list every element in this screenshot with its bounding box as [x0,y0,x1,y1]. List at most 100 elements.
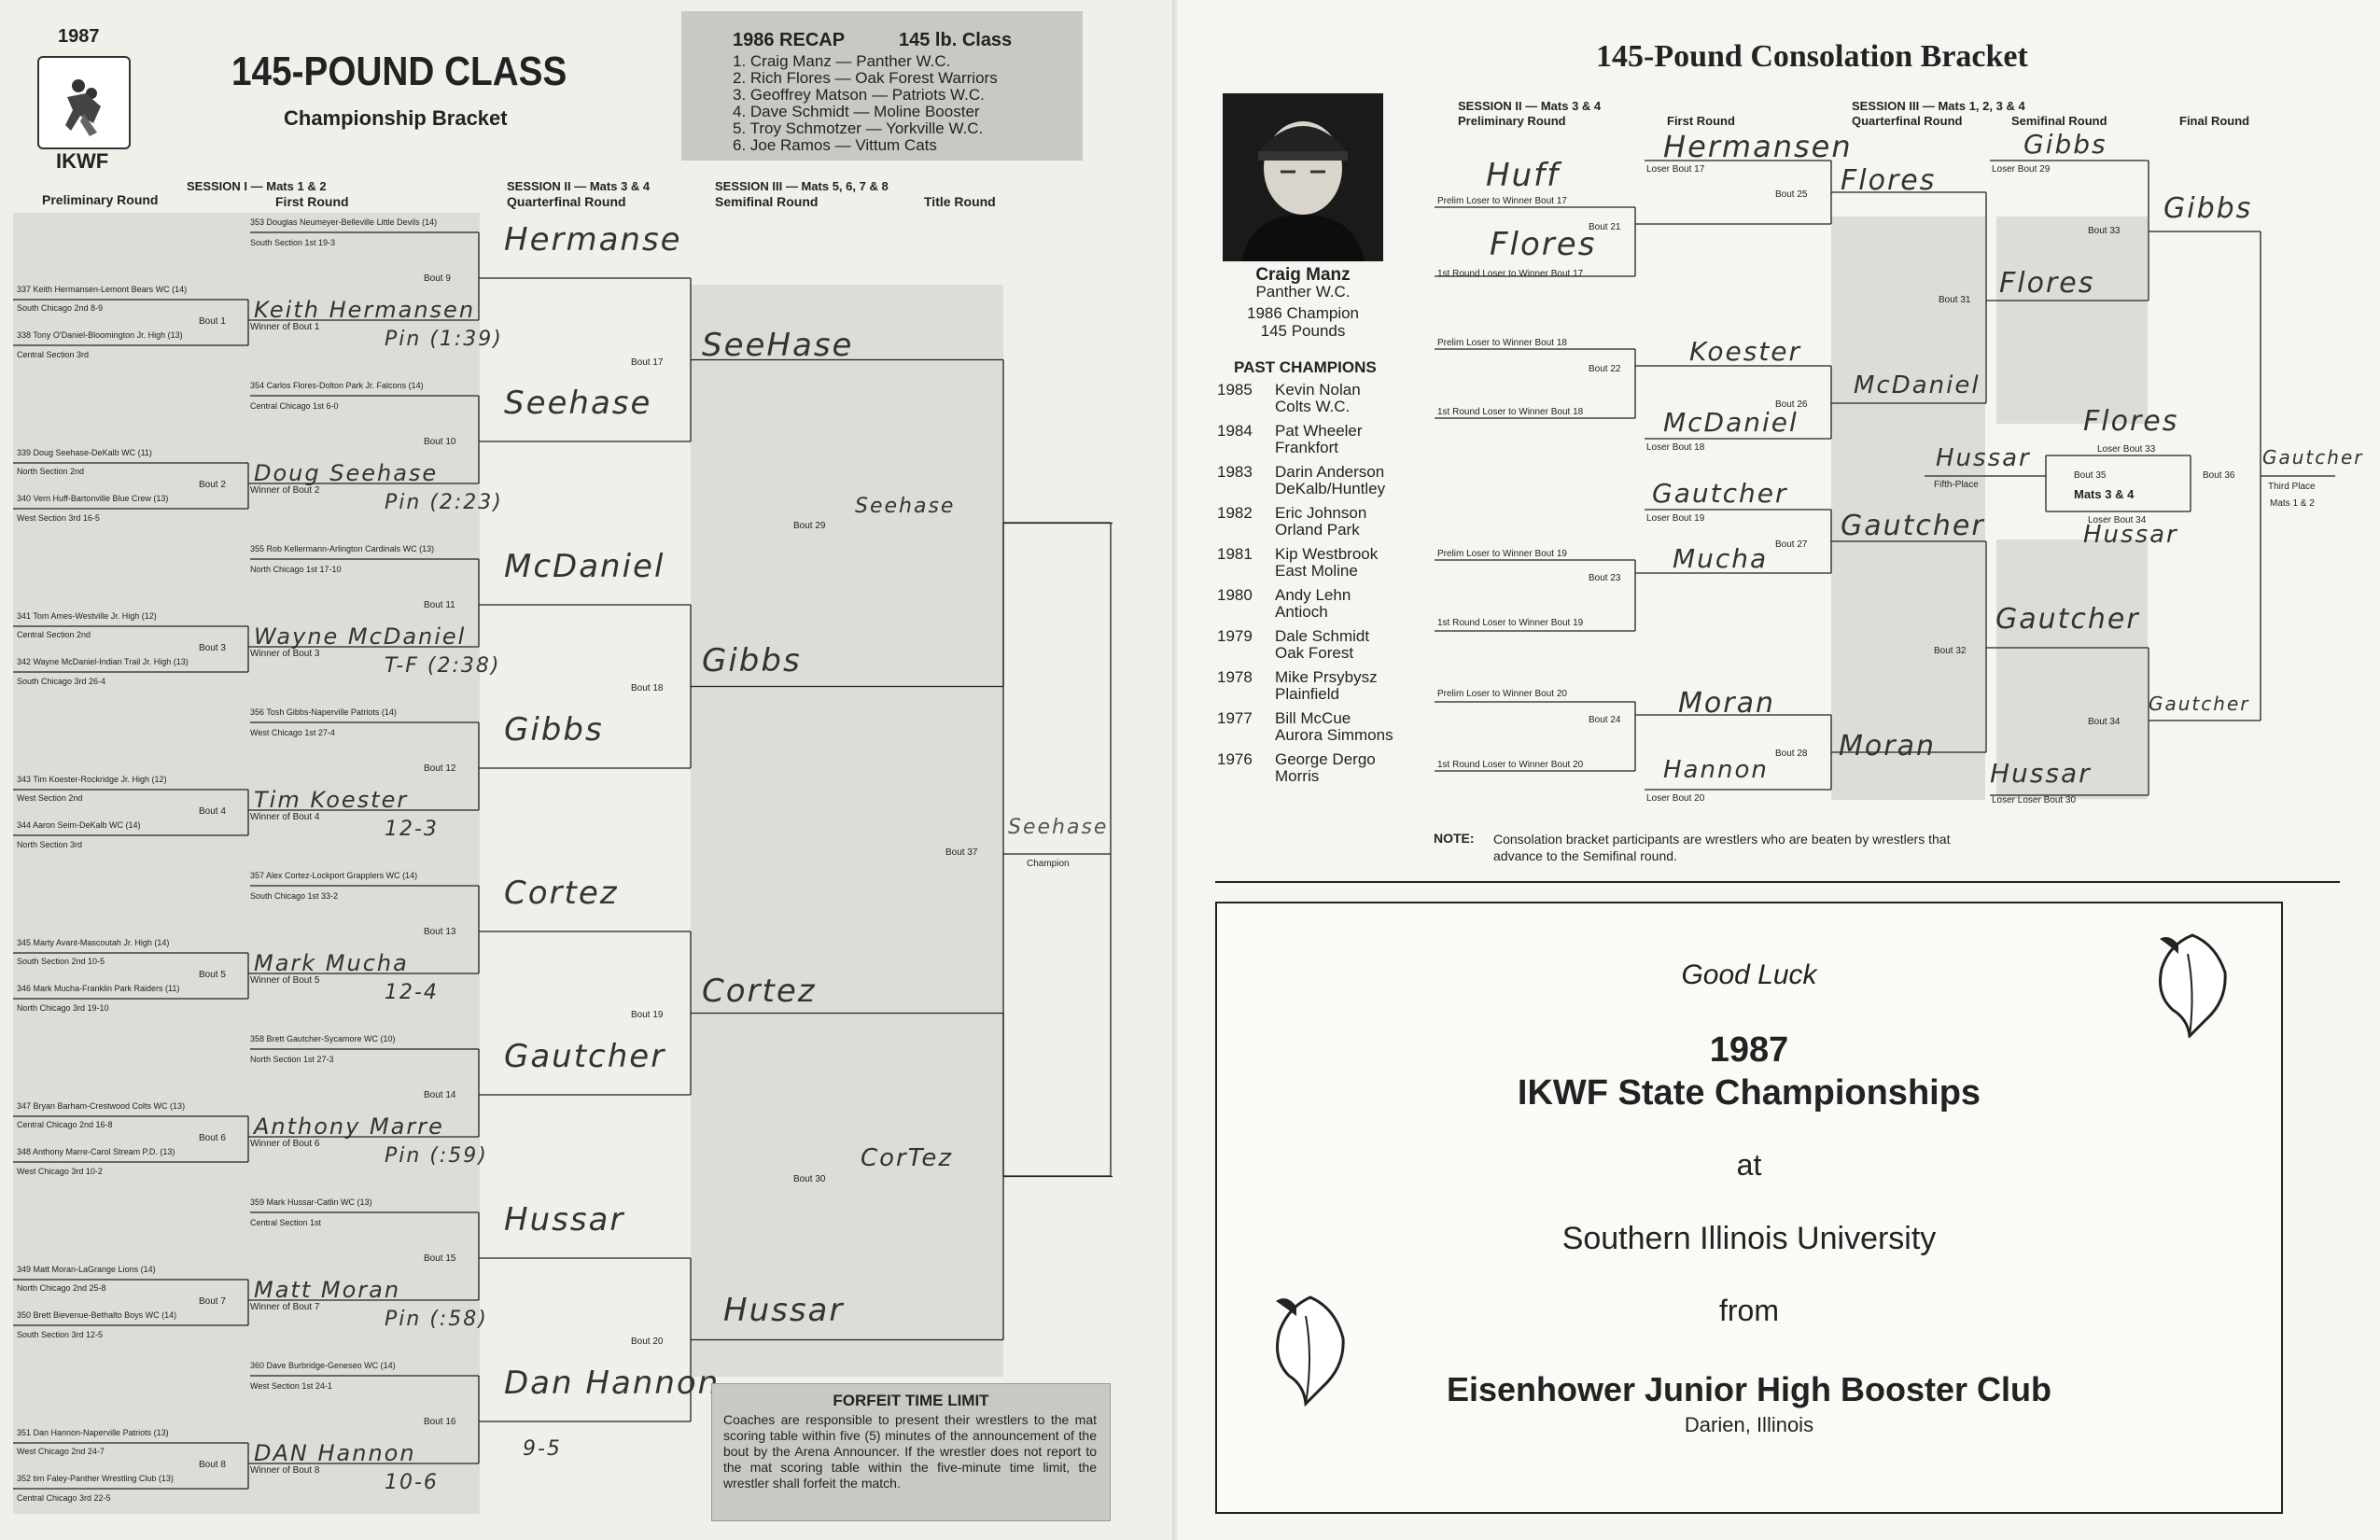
hw-cons-hussar_below: Hussar [2083,521,2178,549]
recap-line: 1. Craig Manz — Panther W.C. [733,52,951,70]
past-year: 1981 [1217,545,1253,563]
header-session1: SESSION I — Mats 1 & 2 [187,179,327,193]
entrant-a: 337 Keith Hermansen-Lemont Bears WC (14) [17,285,188,294]
prelim-bout-label: Bout 4 [199,806,226,817]
hw-final-2: CorTez [861,1144,954,1172]
entrant-a: 343 Tim Koester-Rockridge Jr. High (12) [17,775,167,784]
champion-photo [1223,93,1383,261]
winner-of-label: Winner of Bout 4 [250,812,320,822]
bracket-shade-1 [13,213,480,1514]
entrant-top-record: North Chicago 1st 17-10 [250,565,342,574]
hw-cons-gautcher2: Gautcher [1841,510,1985,542]
past-club: Colts W.C. [1275,398,1351,415]
bout-label: Bout 9 [424,273,451,284]
cons-bracket-lines [1435,160,2335,796]
cons-label-loser34: Loser Bout 34 [2088,515,2147,525]
past-club: Orland Park [1275,521,1360,539]
hw-prelim-score: 10-6 [385,1471,439,1494]
hw-cons-gautcher_winner: Gautcher [2149,693,2250,715]
cons-header-qf: Quarterfinal Round [1852,114,1963,128]
hw-qf-entrant: Cortez [504,875,619,912]
cons-label-b36: Bout 36 [2203,470,2235,481]
cons-label-b22: Bout 22 [1589,364,1621,374]
wrestlers-icon [65,79,101,136]
cons-label-first17: 1st Round Loser to Winner Bout 17 [1437,269,1584,279]
cons-label-b24: Bout 24 [1589,715,1621,725]
cons-label-b32: Bout 32 [1934,646,1967,656]
hw-cons-koester: Koester [1689,336,1802,367]
past-name: Eric Johnson [1275,504,1367,522]
hw-cons-flores2: Flores [1841,164,1937,197]
entrant-a-record: North Chicago 2nd 25-8 [17,1283,106,1293]
entrant-b: 344 Aaron Seim-DeKalb WC (14) [17,820,141,830]
recap-line: 5. Troy Schmotzer — Yorkville W.C. [733,119,984,137]
prelim-bout-label: Bout 6 [199,1133,226,1143]
prelim-bout-label: Bout 1 [199,316,226,327]
past-year: 1985 [1217,381,1253,399]
bout-label: Bout 13 [424,927,456,937]
cons-label-loser30: Loser Loser Bout 30 [1992,795,2077,805]
cons-label-first18: 1st Round Loser to Winner Bout 18 [1437,407,1584,417]
entrant-b-record: North Section 3rd [17,840,83,849]
year-label: 1987 [58,26,100,47]
hw-cons-gibbs_final: Gibbs [2163,192,2253,225]
entrant-b-record: Central Section 3rd [17,350,90,359]
past-club: Antioch [1275,603,1328,621]
ad-at: at [1736,1148,1762,1182]
cons-label-mats34: Mats 3 & 4 [2074,487,2135,501]
entrant-a: 341 Tom Ames-Westville Jr. High (12) [17,611,157,621]
cons-label-loser19: Loser Bout 19 [1646,513,1705,524]
cons-label-loser18: Loser Bout 18 [1646,442,1705,453]
prelim-bout-label: Bout 2 [199,480,226,490]
entrant-top: 355 Rob Kellermann-Arlington Cardinals W… [250,544,435,553]
hw-cons-moran2: Moran [1839,730,1936,763]
note-label: NOTE: [1434,831,1475,846]
cons-header-session2: SESSION II — Mats 3 & 4 [1458,99,1602,113]
hw-cons-hannon: Hannon [1663,756,1769,784]
cons-label-loser33: Loser Bout 33 [2097,444,2156,455]
winner-of-label: Winner of Bout 7 [250,1302,320,1312]
hw-sf-score: 9-5 [523,1437,562,1461]
hw-prelim-winner: Wayne McDaniel [254,623,467,650]
bout-label: Bout 10 [424,437,456,447]
past-name: Darin Anderson [1275,463,1385,481]
hw-prelim-winner: Matt Moran [254,1277,401,1303]
entrant-top: 354 Carlos Flores-Dolton Park Jr. Falcon… [250,381,424,390]
hw-prelim-winner: Mark Mucha [254,950,409,976]
hw-cons-flores_fifth: Flores [2083,405,2179,438]
hw-final-1: Seehase [855,495,956,518]
ad-good-luck: Good Luck [1681,959,1817,990]
winner-of-label: Winner of Bout 8 [250,1465,320,1476]
hw-prelim-score: Pin (2:23) [385,491,503,514]
past-year: 1982 [1217,504,1253,522]
cons-label-prelim19: Prelim Loser to Winner Bout 19 [1437,549,1567,559]
entrant-a-record: North Section 2nd [17,467,85,476]
cons-label-mats12: Mats 1 & 2 [2270,498,2315,509]
entrant-a: 349 Matt Moran-LaGrange Lions (14) [17,1265,156,1274]
past-year: 1976 [1217,750,1253,768]
entrant-a-record: West Chicago 2nd 24-7 [17,1447,105,1456]
bout-30-label: Bout 30 [793,1174,826,1184]
cons-label-b34: Bout 34 [2088,717,2121,727]
header-session2: SESSION II — Mats 3 & 4 [507,179,651,193]
winner-of-label: Winner of Bout 5 [250,975,320,986]
bout-37-label: Bout 37 [945,847,978,858]
recap-heading: 1986 RECAP [733,30,846,50]
consolation-title: 145-Pound Consolation Bracket [1596,39,2028,74]
champion-label: Champion [1027,859,1070,869]
entrant-b-record: North Chicago 3rd 19-10 [17,1003,109,1013]
hw-prelim-winner: Anthony Marre [254,1113,444,1140]
photo-line2: 145 Pounds [1260,322,1346,340]
past-club: Frankfort [1275,439,1339,456]
past-year: 1984 [1217,422,1253,440]
hw-qf-entrant: Dan Hannon [504,1365,721,1402]
recap-line: 3. Geoffrey Matson — Patriots W.C. [733,86,985,104]
page-title: 145-POUND CLASS [231,49,567,94]
past-year: 1983 [1217,463,1253,481]
cons-label-prelim17: Prelim Loser to Winner Bout 17 [1437,196,1567,206]
entrant-b: 348 Anthony Marre-Carol Stream P.D. (13) [17,1147,175,1156]
cons-label-prelim20: Prelim Loser to Winner Bout 20 [1437,689,1567,699]
entrant-top: 360 Dave Burbridge-Geneseo WC (14) [250,1361,396,1370]
bout-label: Bout 14 [424,1090,456,1100]
entrant-b-record: Central Chicago 3rd 22-5 [17,1493,111,1503]
